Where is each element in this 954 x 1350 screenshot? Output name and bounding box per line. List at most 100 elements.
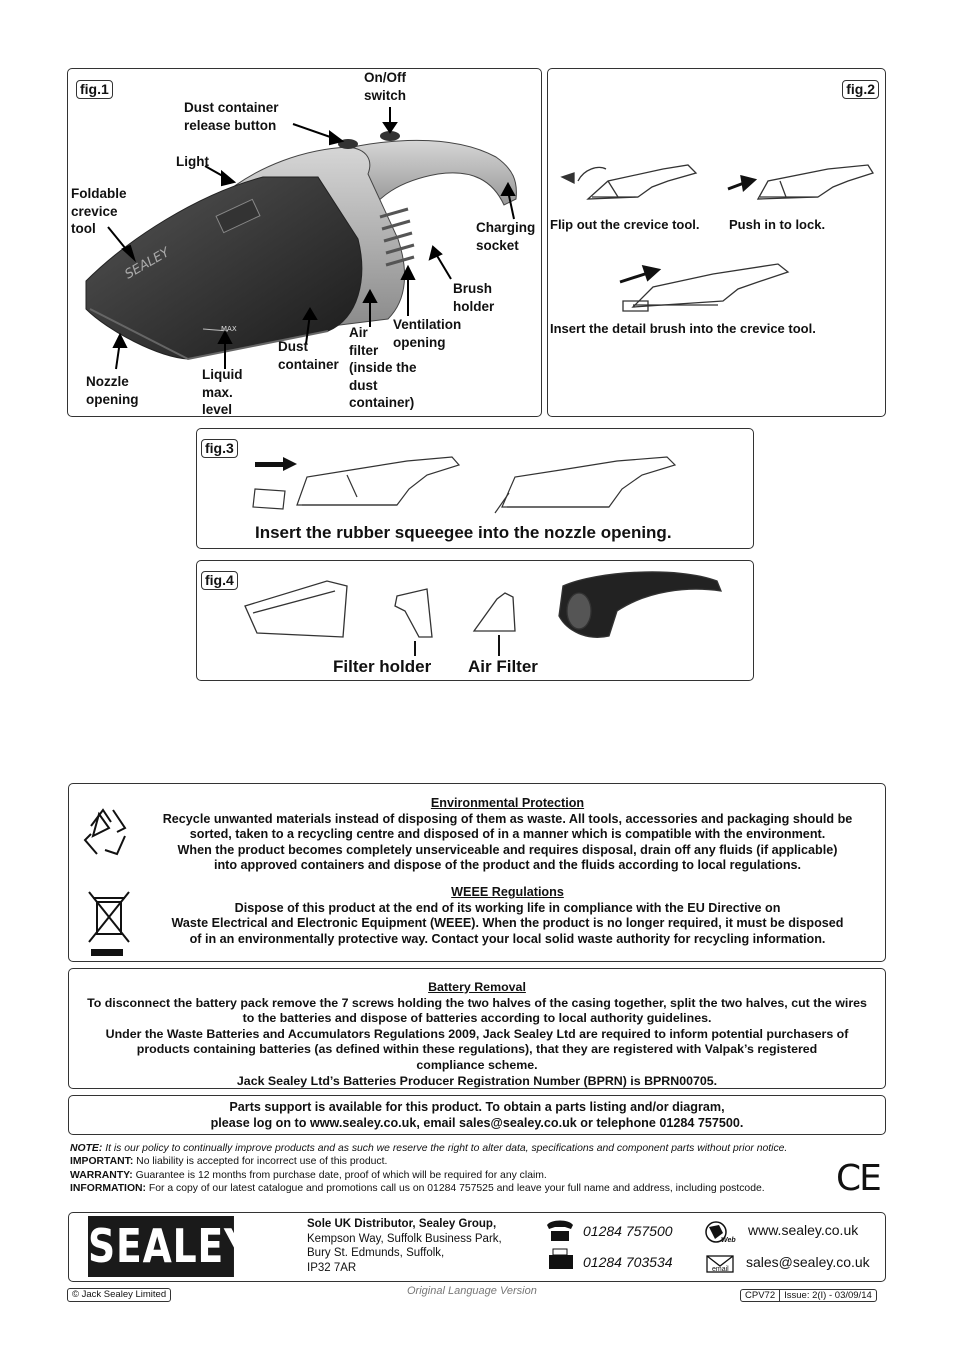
fax-number: 01284 703534 [583, 1254, 673, 1270]
battery-line: products containing batteries (as define… [69, 1042, 885, 1058]
recycle-icon [85, 810, 125, 854]
note-key: NOTE: [70, 1143, 102, 1154]
information-line: INFORMATION: For a copy of our latest ca… [70, 1182, 870, 1195]
fig3-caption: Insert the rubber squeegee into the nozz… [255, 523, 672, 543]
weee-title: WEEE Regulations [129, 885, 886, 901]
label-line: Dust [278, 338, 339, 356]
warranty-line: WARRANTY: Guarantee is 12 months from pu… [70, 1169, 870, 1182]
battery-line: Jack Sealey Ltd’s Batteries Producer Reg… [69, 1074, 885, 1090]
warranty-value: Guarantee is 12 months from purchase dat… [133, 1170, 547, 1181]
fig1-tag: fig.1 [76, 80, 113, 99]
label-line: Nozzle [86, 373, 139, 391]
fig3-tag: fig.3 [201, 439, 238, 458]
label-line: filter [349, 342, 417, 360]
label-line: Air [349, 324, 417, 342]
warranty-key: WARRANTY: [70, 1170, 133, 1181]
fig3-panel: fig.3 Insert the rubber squeegee into th… [196, 428, 754, 549]
battery-line: compliance scheme. [69, 1058, 885, 1074]
env-title: Environmental Protection [129, 796, 886, 812]
label-filter-holder: Filter holder [333, 657, 431, 677]
label-line: switch [364, 87, 406, 105]
web-icon-label: Web [721, 1237, 736, 1244]
fig4-tag: fig.4 [201, 571, 238, 590]
parts-panel: Parts support is available for this prod… [68, 1095, 886, 1135]
label-line: On/Off [364, 69, 406, 87]
label-line: container) [349, 394, 417, 412]
label-line: crevice [71, 203, 127, 221]
label-air-filter-fig4: Air Filter [468, 657, 538, 677]
weee-line: Waste Electrical and Electronic Equipmen… [129, 916, 886, 932]
environmental-panel: Environmental Protection Recycle unwante… [68, 783, 886, 962]
footer-panel: SEALEY Sole UK Distributor, Sealey Group… [68, 1212, 886, 1282]
notes-block: NOTE: It is our policy to continually im… [70, 1142, 870, 1196]
weee-line: of in an environmentally protective way.… [129, 932, 886, 948]
email-icon-label: email [712, 1266, 729, 1273]
ce-mark: CE [836, 1158, 880, 1199]
caption-push-lock: Push in to lock. [729, 217, 825, 232]
label-light: Light [176, 153, 209, 171]
fig2-illustrations [548, 69, 887, 418]
label-dust-container: Dustcontainer [278, 338, 339, 373]
label-line: (inside the [349, 359, 417, 377]
parts-line: Parts support is available for this prod… [69, 1100, 885, 1116]
parts-text-block: Parts support is available for this prod… [69, 1100, 885, 1131]
phone-number: 01284 757500 [583, 1223, 673, 1239]
label-line: tool [71, 220, 127, 238]
battery-line: Under the Waste Batteries and Accumulato… [69, 1027, 885, 1043]
phone-icon [547, 1221, 573, 1242]
env-line: sorted, taken to a recycling centre and … [129, 827, 886, 843]
label-line: Liquid [202, 366, 243, 384]
env-line: into approved containers and dispose of … [129, 858, 886, 874]
label-line: dust [349, 377, 417, 395]
env-line: Recycle unwanted materials instead of di… [129, 812, 886, 828]
fax-icon [549, 1249, 573, 1269]
battery-text-block: Battery Removal To disconnect the batter… [69, 980, 885, 1089]
battery-panel: Battery Removal To disconnect the batter… [68, 968, 886, 1089]
label-line: release button [184, 117, 279, 135]
label-line: Foldable [71, 185, 127, 203]
label-line: container [278, 356, 339, 374]
note-value: It is our policy to continually improve … [102, 1143, 787, 1154]
important-line: IMPORTANT: No liability is accepted for … [70, 1155, 870, 1168]
note-line: NOTE: It is our policy to continually im… [70, 1142, 870, 1155]
important-key: IMPORTANT: [70, 1156, 133, 1167]
weee-bin-icon [89, 892, 129, 956]
label-line: holder [453, 298, 494, 316]
email-link[interactable]: sales@sealey.co.uk [746, 1254, 870, 1270]
original-language: Original Language Version [407, 1285, 537, 1297]
information-value: For a copy of our latest catalogue and p… [146, 1183, 765, 1194]
label-line: Brush [453, 280, 494, 298]
label-line: socket [476, 237, 535, 255]
important-value: No liability is accepted for incorrect u… [133, 1156, 387, 1167]
label-line: Light [176, 153, 209, 171]
fig4-panel: fig.4 Filter holder Air Filter [196, 560, 754, 681]
caption-insert-brush: Insert the detail brush into the crevice… [550, 321, 816, 336]
web-link[interactable]: www.sealey.co.uk [748, 1222, 858, 1238]
weee-line: Dispose of this product at the end of it… [129, 901, 886, 917]
label-line: max. [202, 384, 243, 402]
battery-line: to the batteries and dispose of batterie… [69, 1011, 885, 1027]
label-line: Charging [476, 219, 535, 237]
caption-flip-crevice: Flip out the crevice tool. [550, 217, 700, 232]
parts-line: please log on to www.sealey.co.uk, email… [69, 1116, 885, 1132]
env-text-block: Environmental Protection Recycle unwante… [129, 796, 886, 947]
issue-code: Issue: 2(I) - 03/09/14 [780, 1290, 876, 1301]
fig2-tag: fig.2 [842, 80, 879, 99]
model-code: CPV72 [741, 1290, 780, 1301]
max-mark: MAX [221, 325, 237, 333]
battery-title: Battery Removal [69, 980, 885, 996]
fig2-panel: fig.2 Flip out the crevice tool. Push in… [547, 68, 886, 417]
label-line: Dust container [184, 99, 279, 117]
label-line: level [202, 401, 243, 419]
env-line: When the product becomes completely unse… [129, 843, 886, 859]
